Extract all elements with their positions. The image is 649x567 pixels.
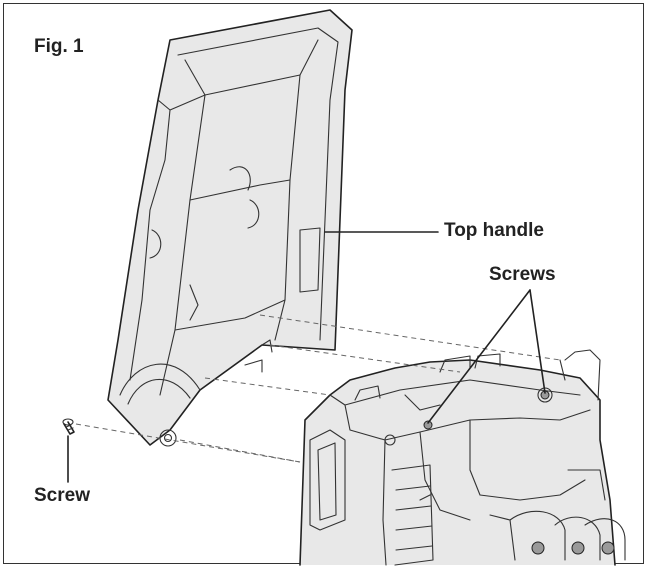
alignment-lines [75, 314, 561, 463]
figure-label: Fig. 1 [34, 36, 84, 57]
motor-housing-part [299, 349, 626, 566]
screws-label: Screws [489, 264, 556, 285]
screw-part [62, 418, 75, 435]
screw-label: Screw [34, 485, 90, 506]
top-handle-label: Top handle [444, 220, 544, 241]
leader-lines [67, 231, 546, 483]
top-handle-part [107, 9, 353, 447]
